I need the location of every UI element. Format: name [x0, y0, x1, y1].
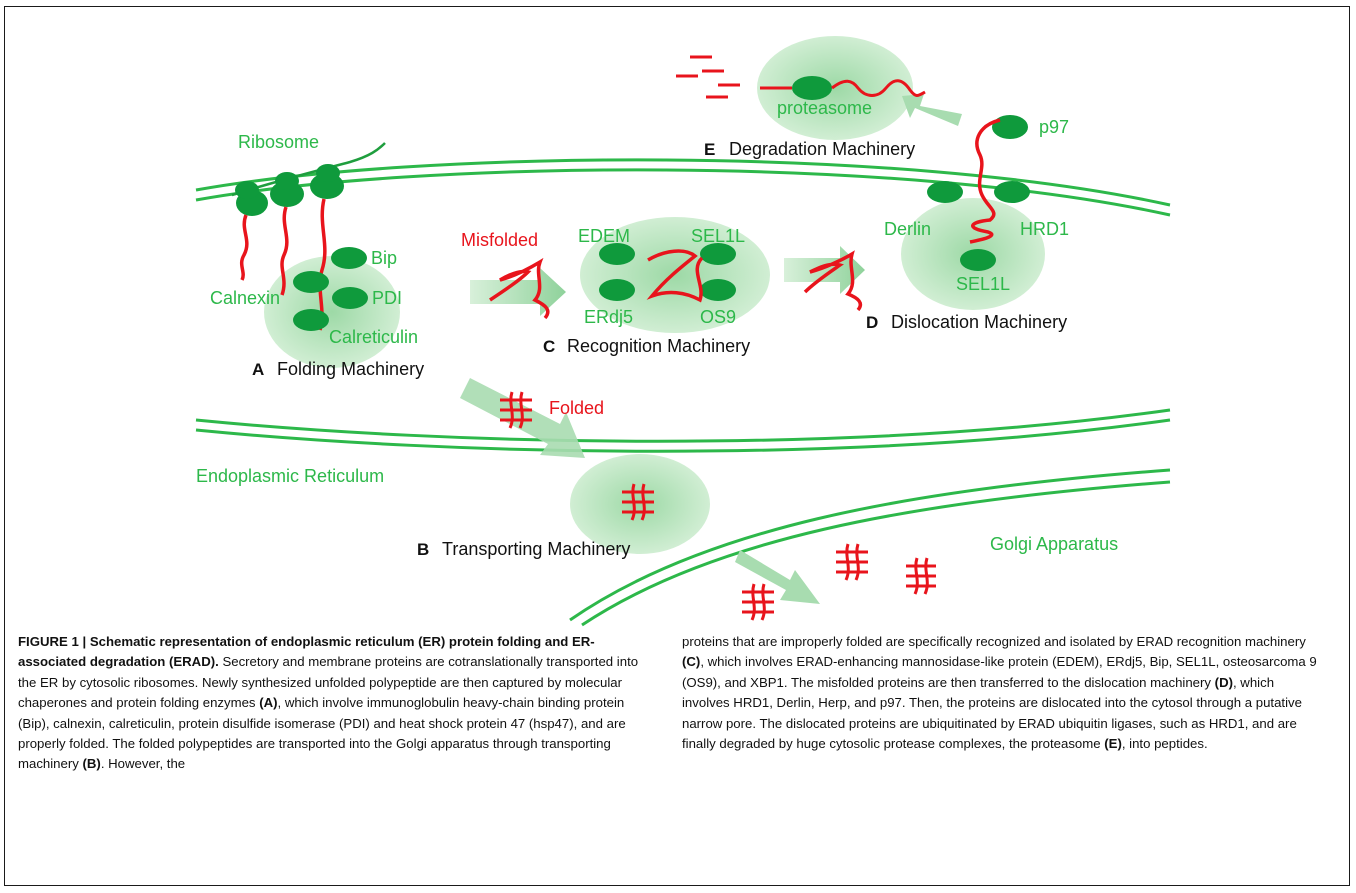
folded-protein-golgi-1	[742, 583, 774, 621]
caption-text-1: Secretory and membrane proteins are cotr…	[18, 654, 639, 711]
label-sel1l-recognition: SEL1L	[691, 226, 745, 246]
degrading-chain	[831, 79, 926, 97]
arrow-to-proteasome	[902, 94, 962, 126]
transporting-oval	[570, 454, 710, 554]
svg-text:Dislocation Machinery: Dislocation Machinery	[891, 312, 1067, 332]
caption-text-4: , which involves ERAD-enhancing mannosid…	[682, 654, 1317, 690]
label-derlin: Derlin	[884, 219, 931, 239]
folding-chaperones	[293, 247, 368, 331]
panel-e: E Degradation Machinery	[704, 139, 915, 159]
arrow-from-golgi	[735, 550, 820, 604]
caption-ref-a: (A)	[259, 695, 278, 711]
svg-text:C: C	[543, 337, 555, 356]
label-bip: Bip	[371, 248, 397, 268]
svg-text:D: D	[866, 313, 878, 332]
label-proteasome: proteasome	[777, 98, 872, 118]
caption-ref-c: (C)	[682, 654, 701, 670]
svg-text:Recognition Machinery: Recognition Machinery	[567, 336, 750, 356]
misfolded-protein-1	[489, 257, 550, 320]
recognition-chaperones	[599, 243, 736, 301]
label-os9: OS9	[700, 307, 736, 327]
mrna-strand	[231, 142, 386, 197]
misfolded-protein-2	[803, 250, 863, 312]
label-er: Endoplasmic Reticulum	[196, 466, 384, 486]
label-ribosome: Ribosome	[238, 132, 319, 152]
erad-diagram: Ribosome Bip Calnexin PDI Calreticulin M…	[195, 36, 1171, 627]
panel-d: D Dislocation Machinery	[866, 312, 1067, 332]
caption-text-2: , which involve immunoglobulin heavy-cha…	[18, 695, 626, 772]
panel-c: C Recognition Machinery	[543, 336, 750, 356]
label-pdi: PDI	[372, 288, 402, 308]
caption-text-3-continued: proteins that are improperly folded are …	[682, 634, 1306, 649]
caption-text-6: , into peptides.	[1121, 736, 1208, 752]
er-upper-membrane	[195, 158, 1171, 217]
label-edem: EDEM	[578, 226, 630, 246]
recognized-substrate	[646, 249, 704, 303]
caption-ref-e: (E)	[1104, 736, 1122, 752]
er-lower-membrane	[195, 408, 1171, 453]
dislocating-substrate	[969, 118, 1001, 244]
label-misfolded: Misfolded	[461, 230, 538, 250]
svg-text:A: A	[252, 360, 264, 379]
svg-text:E: E	[704, 140, 715, 159]
svg-text:Folding Machinery: Folding Machinery	[277, 359, 424, 379]
label-calnexin: Calnexin	[210, 288, 280, 308]
panel-b: B Transporting Machinery	[417, 539, 630, 559]
label-calreticulin: Calreticulin	[329, 327, 418, 347]
ribosome-cluster	[235, 164, 344, 216]
svg-text:Transporting Machinery: Transporting Machinery	[442, 539, 630, 559]
label-p97: p97	[1039, 117, 1069, 137]
caption-ref-d: (D)	[1214, 674, 1233, 690]
label-folded: Folded	[549, 398, 604, 418]
svg-text:B: B	[417, 540, 429, 559]
golgi-membrane	[569, 468, 1171, 627]
caption-text-5: , which involves HRD1, Derlin, Herp, and…	[682, 674, 1302, 752]
folded-protein-golgi-3	[906, 557, 936, 595]
proteasome-core	[792, 76, 832, 100]
figure-frame	[4, 6, 1350, 886]
folded-protein-er	[500, 391, 532, 429]
folded-protein-golgi-2	[836, 543, 868, 581]
panel-a: A Folding Machinery	[252, 359, 424, 379]
caption-ref-b: (B)	[82, 756, 101, 772]
label-golgi: Golgi Apparatus	[990, 534, 1118, 554]
caption-left-column: FIGURE 1 | Schematic representation of e…	[18, 632, 658, 775]
label-hrd1: HRD1	[1020, 219, 1069, 239]
folded-protein-transport	[622, 483, 654, 521]
caption-title: FIGURE 1 | Schematic representation of e…	[18, 634, 595, 670]
label-erdj5: ERdj5	[584, 307, 633, 327]
label-sel1l-dislocation: SEL1L	[956, 274, 1010, 294]
peptide-fragments	[676, 55, 740, 99]
caption-text-3: . However, the	[100, 756, 186, 772]
svg-text:Degradation Machinery: Degradation Machinery	[729, 139, 915, 159]
caption-right-column: proteins that are improperly folded are …	[682, 632, 1322, 754]
proteasome-oval	[757, 36, 913, 140]
dislocation-components	[927, 115, 1030, 271]
